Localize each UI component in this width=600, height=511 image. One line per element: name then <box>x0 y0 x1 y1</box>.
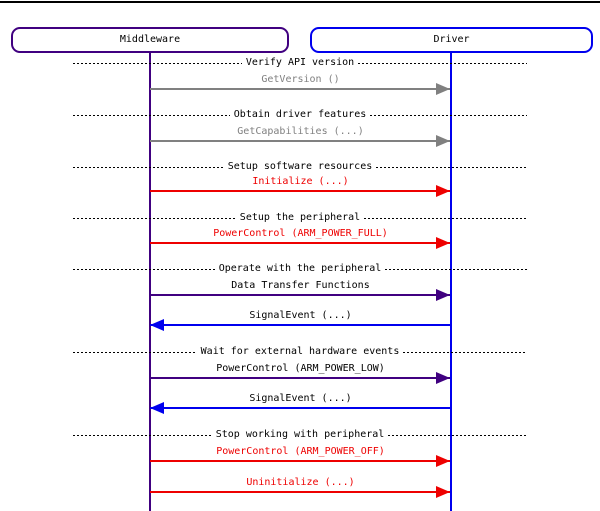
divider-label: Setup the peripheral <box>239 212 361 223</box>
divider-operate-with-the-peripheral: Operate with the peripheral <box>73 262 527 276</box>
arrow-line <box>150 190 450 192</box>
arrowhead-right-icon <box>436 486 450 498</box>
arrowhead-right-icon <box>436 83 450 95</box>
divider-label: Obtain driver features <box>233 109 367 120</box>
entity-box-middleware: Middleware <box>11 27 289 53</box>
divider-setup-software-resources: Setup software resources <box>73 160 527 174</box>
message-label: Uninitialize (...) <box>246 477 355 488</box>
divider-label: Operate with the peripheral <box>218 263 382 274</box>
message-label: Initialize (...) <box>252 176 349 187</box>
divider-stop-working-with-peripheral: Stop working with peripheral <box>73 428 527 442</box>
entity-box-driver: Driver <box>310 27 593 53</box>
divider-wait-for-external-hardware-events: Wait for external hardware events <box>73 345 527 359</box>
arrowhead-right-icon <box>436 185 450 197</box>
arrowhead-right-icon <box>436 237 450 249</box>
arrow-line <box>150 140 450 142</box>
divider-label: Stop working with peripheral <box>215 429 385 440</box>
arrowhead-right-icon <box>436 455 450 467</box>
message-label: PowerControl (ARM_POWER_LOW) <box>216 363 385 374</box>
middleware-lifeline <box>149 52 151 511</box>
arrow-line <box>150 377 450 379</box>
message-label: GetVersion () <box>261 74 340 85</box>
driver-lifeline <box>450 52 452 511</box>
top-border-line <box>0 1 600 3</box>
arrowhead-left-icon <box>150 402 164 414</box>
message-label: PowerControl (ARM_POWER_OFF) <box>216 446 385 457</box>
arrow-line <box>150 324 450 326</box>
entity-label-middleware: Middleware <box>119 34 181 45</box>
arrow-line <box>150 407 450 409</box>
entity-label-driver: Driver <box>433 34 470 45</box>
divider-label: Verify API version <box>245 57 355 68</box>
message-label: PowerControl (ARM_POWER_FULL) <box>213 228 388 239</box>
arrowhead-right-icon <box>436 289 450 301</box>
divider-verify-api-version: Verify API version <box>73 56 527 70</box>
divider-setup-the-peripheral: Setup the peripheral <box>73 211 527 225</box>
arrow-line <box>150 491 450 493</box>
message-label: Data Transfer Functions <box>231 280 370 291</box>
message-label: SignalEvent (...) <box>249 310 352 321</box>
arrowhead-right-icon <box>436 135 450 147</box>
message-label: SignalEvent (...) <box>249 393 352 404</box>
arrow-line <box>150 242 450 244</box>
arrow-line <box>150 294 450 296</box>
arrow-line <box>150 88 450 90</box>
divider-label: Setup software resources <box>227 161 373 172</box>
message-label: GetCapabilities (...) <box>237 126 364 137</box>
arrow-line <box>150 460 450 462</box>
arrowhead-right-icon <box>436 372 450 384</box>
divider-obtain-driver-features: Obtain driver features <box>73 108 527 122</box>
arrowhead-left-icon <box>150 319 164 331</box>
divider-label: Wait for external hardware events <box>200 346 400 357</box>
